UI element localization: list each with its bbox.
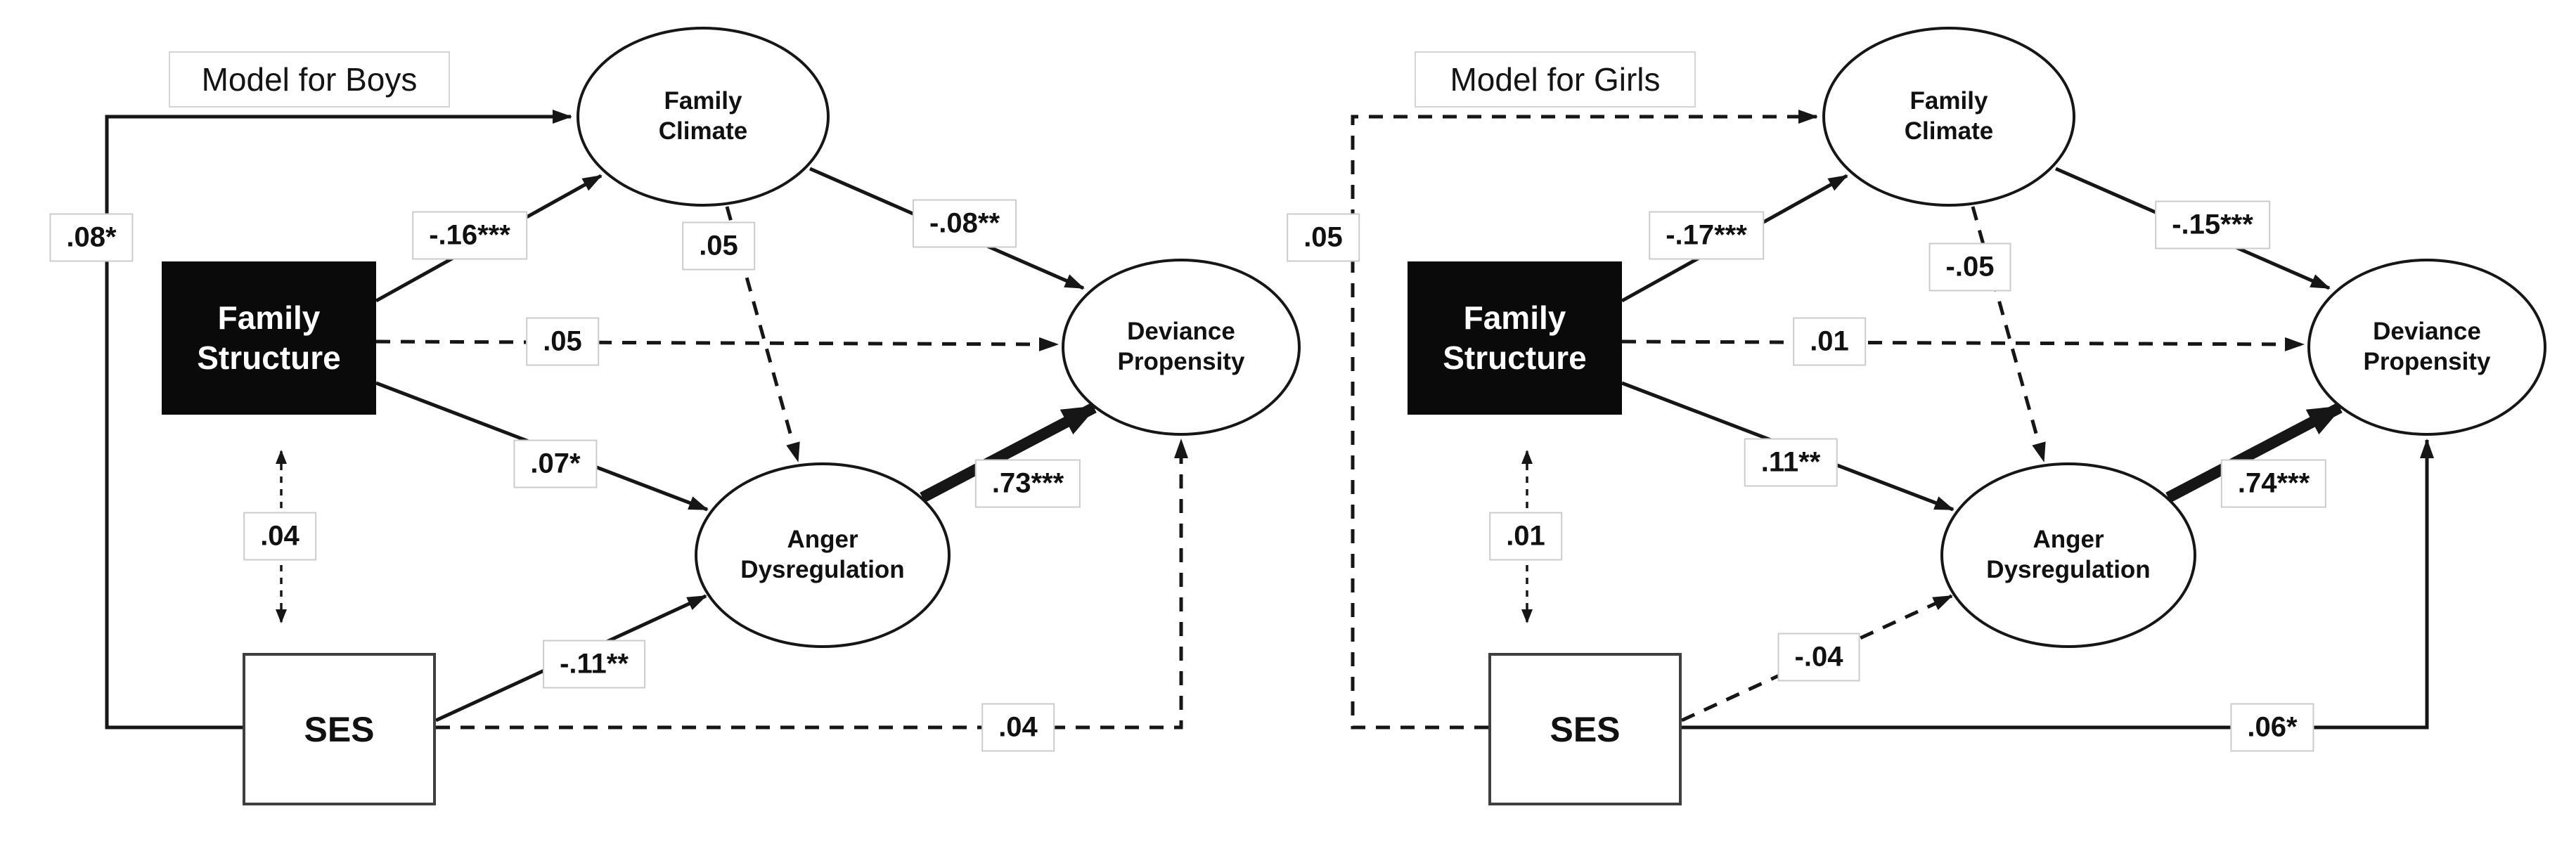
coef-family-climate-deviance: -.15***	[2155, 200, 2270, 249]
node-ses: SES	[243, 653, 436, 805]
path-ses-to-deviance-propensity	[436, 439, 1188, 730]
panel-title-girls: Model for Girls	[1415, 51, 1696, 108]
node-deviance-propensity: Deviance Propensity	[2307, 259, 2546, 436]
node-deviance-propensity-label: Deviance Propensity	[2363, 318, 2491, 375]
coef-family-structure-anger: .07*	[513, 439, 598, 488]
node-family-climate: Family Climate	[577, 27, 830, 207]
panel-model-girls: Model for Girls Family Climate Deviance …	[1246, 0, 2568, 849]
paths-boys	[105, 110, 1188, 730]
node-family-structure-label: Family Structure	[197, 299, 341, 377]
coef-ses-anger: -.11**	[543, 640, 645, 689]
node-family-structure-label: Family Structure	[1443, 299, 1587, 377]
node-ses-label: SES	[1550, 709, 1621, 749]
coef-family-climate-deviance: -.08**	[912, 199, 1017, 248]
node-deviance-propensity-label: Deviance Propensity	[1117, 318, 1245, 375]
path-family-climate-to-anger-dysregulation	[725, 206, 800, 462]
coef-family-structure-ses: .04	[243, 512, 316, 561]
node-family-climate: Family Climate	[1822, 27, 2075, 207]
coef-family-structure-anger: .11**	[1744, 438, 1838, 487]
path-family-structure-to-deviance-propensity	[375, 337, 1059, 351]
coef-ses-family-climate: .08*	[49, 213, 134, 262]
path-anger-dysregulation-to-deviance-propensity	[920, 402, 1098, 503]
coef-anger-deviance: .73***	[974, 459, 1081, 508]
path-ses-to-family-climate	[105, 110, 572, 730]
node-anger-dysregulation: Anger Dysregulation	[695, 462, 951, 648]
coef-ses-deviance: .04	[981, 703, 1055, 752]
path-ses-to-deviance-propensity	[1682, 439, 2434, 730]
path-anger-dysregulation-to-deviance-propensity	[2165, 402, 2344, 503]
path-family-structure-to-deviance-propensity	[1621, 337, 2305, 351]
node-deviance-propensity: Deviance Propensity	[1062, 259, 1301, 436]
node-anger-dysregulation-label: Anger Dysregulation	[740, 526, 905, 583]
node-ses: SES	[1488, 653, 1682, 805]
coef-family-structure-deviance: .05	[526, 317, 599, 366]
node-anger-dysregulation: Anger Dysregulation	[1940, 462, 2196, 648]
coef-ses-family-climate: .05	[1287, 213, 1360, 262]
path-family-climate-to-anger-dysregulation	[1971, 206, 2046, 462]
coef-family-structure-family-climate: -.16***	[412, 211, 527, 260]
panel-title-boys: Model for Boys	[169, 51, 450, 108]
coef-ses-deviance: .06*	[2230, 703, 2314, 752]
node-family-structure: Family Structure	[162, 261, 376, 415]
coef-family-structure-family-climate: -.17***	[1649, 211, 1764, 260]
node-ses-label: SES	[304, 709, 375, 749]
coef-anger-deviance: .74***	[2220, 459, 2327, 508]
node-anger-dysregulation-label: Anger Dysregulation	[1986, 526, 2151, 583]
coef-ses-anger: -.04	[1777, 633, 1860, 682]
coef-family-structure-deviance: .01	[1793, 317, 1866, 366]
node-family-climate-label: Family Climate	[1904, 87, 1994, 145]
coef-family-structure-ses: .01	[1489, 512, 1562, 561]
coef-family-climate-anger: -.05	[1928, 242, 2011, 292]
node-family-structure: Family Structure	[1408, 261, 1622, 415]
node-family-climate-label: Family Climate	[658, 87, 748, 145]
coef-family-climate-anger: .05	[682, 221, 755, 271]
panel-model-boys: Model for Boys Family Climate Deviance P…	[49, 27, 1301, 805]
